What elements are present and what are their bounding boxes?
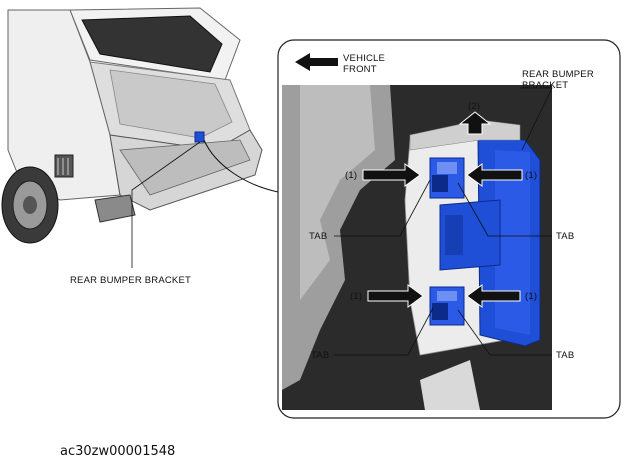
zoom-connector <box>203 139 279 193</box>
vehicle-front-label-line1: VEHICLE <box>343 53 386 64</box>
tab-label-lower-right: TAB <box>556 350 575 361</box>
tab-leader-upper-right <box>457 182 552 237</box>
push-marker-upper-right: (1) <box>525 170 538 181</box>
tab-label-upper-right: TAB <box>556 231 575 242</box>
push-marker-upper-left: (1) <box>345 170 358 181</box>
overview-leader-line <box>131 141 201 268</box>
tab-leader-lower-left <box>334 307 434 356</box>
bracket-callout-line1: REAR BUMPER <box>522 69 594 80</box>
vehicle-front-arrow-icon <box>295 53 338 71</box>
tab-leader-lower-right <box>457 309 552 356</box>
push-arrow-upper-right-icon <box>466 163 523 187</box>
pull-marker-label: (2) <box>468 101 481 112</box>
push-marker-lower-left: (1) <box>350 291 363 302</box>
bracket-leader-line <box>520 87 553 151</box>
pull-arrow-icon <box>458 111 492 135</box>
tab-label-lower-left: TAB <box>311 350 330 361</box>
push-arrow-lower-left-icon <box>367 284 424 308</box>
vehicle-front-label-line2: FRONT <box>343 64 377 75</box>
detail-illustration <box>282 85 552 410</box>
vehicle-overview <box>1 7 263 244</box>
push-arrow-lower-right-icon <box>466 284 521 308</box>
tab-label-upper-left: TAB <box>309 231 328 242</box>
push-arrow-upper-left-icon <box>362 163 421 187</box>
push-marker-lower-right: (1) <box>525 291 538 302</box>
figure-id: ac30zw00001548 <box>60 444 176 459</box>
bracket-callout-line2: BRACKET <box>522 80 569 91</box>
tab-leader-upper-left <box>334 179 431 237</box>
overview-caption: REAR BUMPER BRACKET <box>70 275 191 286</box>
